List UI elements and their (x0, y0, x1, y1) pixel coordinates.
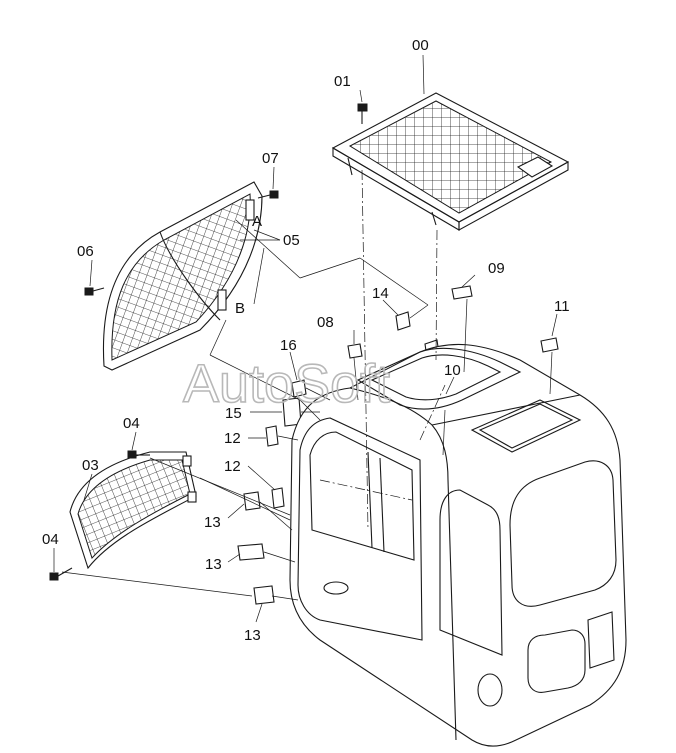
callout-labels: 00 01 07 A 05 06 B 09 14 11 08 16 10 15 … (42, 37, 570, 644)
callout-13-middle: 13 (205, 556, 222, 573)
bolt-01 (357, 103, 368, 124)
callout-05: 05 (283, 232, 300, 249)
callout-01: 01 (334, 73, 351, 90)
assembly-lines (61, 169, 553, 601)
callout-00: 00 (412, 37, 429, 54)
bolt-07 (257, 190, 279, 199)
callout-13-bottom: 13 (244, 627, 261, 644)
callout-03: 03 (82, 457, 99, 474)
bracket-09 (451, 285, 473, 300)
callout-09: 09 (488, 260, 505, 277)
bracket-08 (347, 343, 363, 359)
clip-12b (271, 487, 285, 509)
side-guard-05 (102, 181, 263, 371)
clip-13c (253, 585, 275, 605)
callout-16: 16 (280, 337, 297, 354)
bolt-04-bottom (49, 567, 73, 581)
bracket-11 (540, 337, 559, 353)
top-guard-00 (331, 92, 570, 231)
clip-12a (265, 425, 279, 447)
callout-15: 15 (225, 405, 242, 422)
callout-10: 10 (444, 362, 461, 379)
cab-body (289, 343, 627, 747)
clip-13a (243, 491, 261, 511)
callout-14: 14 (372, 285, 389, 302)
callout-04-top: 04 (123, 415, 140, 432)
bolt-04-top (127, 450, 150, 459)
clip-13b (237, 543, 265, 561)
callout-13-top: 13 (204, 514, 221, 531)
callout-08: 08 (317, 314, 334, 331)
bracket-16 (291, 379, 307, 398)
watermark-text: AutoSoft (183, 354, 390, 414)
leader-lines (53, 54, 558, 623)
callout-12-bottom: 12 (224, 458, 241, 475)
lower-guard-03 (69, 451, 197, 570)
callout-04-bottom: 04 (42, 531, 59, 548)
callout-a: A (252, 213, 262, 230)
callout-07: 07 (262, 150, 279, 167)
bolt-06 (84, 287, 105, 296)
callout-06: 06 (77, 243, 94, 260)
callout-12-top: 12 (224, 430, 241, 447)
callout-11: 11 (554, 298, 570, 315)
callout-b: B (235, 300, 245, 317)
